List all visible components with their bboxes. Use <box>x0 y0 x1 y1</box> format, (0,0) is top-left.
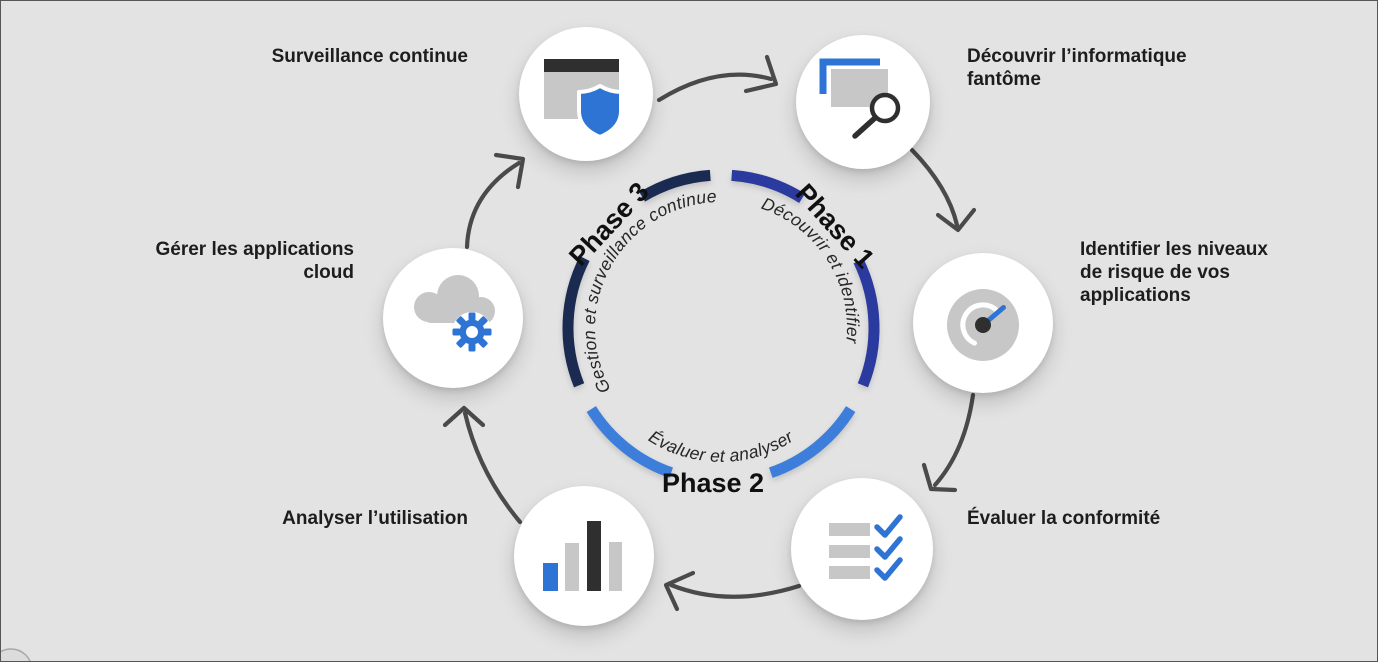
corner-watermark <box>1 648 31 661</box>
window-titlebar <box>544 59 619 72</box>
phase3-arc-a <box>562 256 590 388</box>
phase2-label: Phase 2 <box>662 468 764 498</box>
label-gerer-applications-cloud: Gérer les applications cloud <box>155 239 354 284</box>
back-window-frame <box>819 58 880 94</box>
node-manage <box>383 248 523 388</box>
label-decouvrir-informatique-fantome: Découvrir l’informatique fantôme <box>967 46 1187 91</box>
window-shield-icon <box>544 59 623 139</box>
phase1-arc-b <box>853 258 880 388</box>
cloud-gear-icon <box>414 275 495 352</box>
phase2-curved-text: Évaluer et analyser <box>645 426 797 466</box>
gauge-icon <box>947 289 1019 361</box>
phase1-arc-a <box>731 169 806 204</box>
bar-dark <box>587 521 601 591</box>
check-icon <box>874 514 903 538</box>
bar-chart-icon <box>543 521 622 591</box>
magnifier-lens <box>869 92 901 124</box>
node-discover <box>796 35 930 169</box>
label-surveillance-continue: Surveillance continue <box>271 46 468 67</box>
node-analyze <box>514 486 654 626</box>
phase2-arc-a <box>768 406 856 478</box>
list-bar <box>829 566 870 579</box>
cycle-arrows <box>442 54 977 612</box>
node-evaluate <box>791 478 933 620</box>
gauge-dial-arc <box>960 302 1000 346</box>
phase-ring <box>562 169 880 478</box>
node-surveillance <box>519 27 653 161</box>
arrow-manage-to-surveillance <box>464 152 526 250</box>
arrow-evaluate-to-analyze <box>663 570 802 612</box>
check-icon <box>874 557 903 581</box>
gear-icon <box>452 312 492 352</box>
bar-blue <box>543 563 558 591</box>
windows-search-icon <box>819 58 901 139</box>
shield-icon <box>577 84 623 139</box>
arrow-identify-to-evaluate <box>921 392 976 493</box>
node-identify <box>913 253 1053 393</box>
cloud-icon <box>414 275 495 325</box>
list-bar <box>829 523 870 536</box>
label-identifier-niveaux-risque: Identifier les niveaux de risque de vos … <box>1080 239 1268 307</box>
label-evaluer-conformite: Évaluer la conformité <box>967 508 1161 529</box>
bar-gray <box>609 542 622 591</box>
arrow-analyze-to-manage <box>442 405 523 525</box>
phase2-arc-b <box>586 406 674 478</box>
magnifier-handle <box>852 114 879 139</box>
checklist-icon <box>829 514 903 581</box>
check-icon <box>874 536 903 560</box>
arrow-surveillance-to-discover <box>656 54 779 103</box>
bar-gray <box>565 543 579 591</box>
arrow-discover-to-identify <box>909 147 977 233</box>
phase3-arc-b <box>639 169 711 202</box>
list-bar <box>829 545 870 558</box>
gauge-hub <box>975 317 991 333</box>
label-analyser-utilisation: Analyser l’utilisation <box>282 508 468 529</box>
